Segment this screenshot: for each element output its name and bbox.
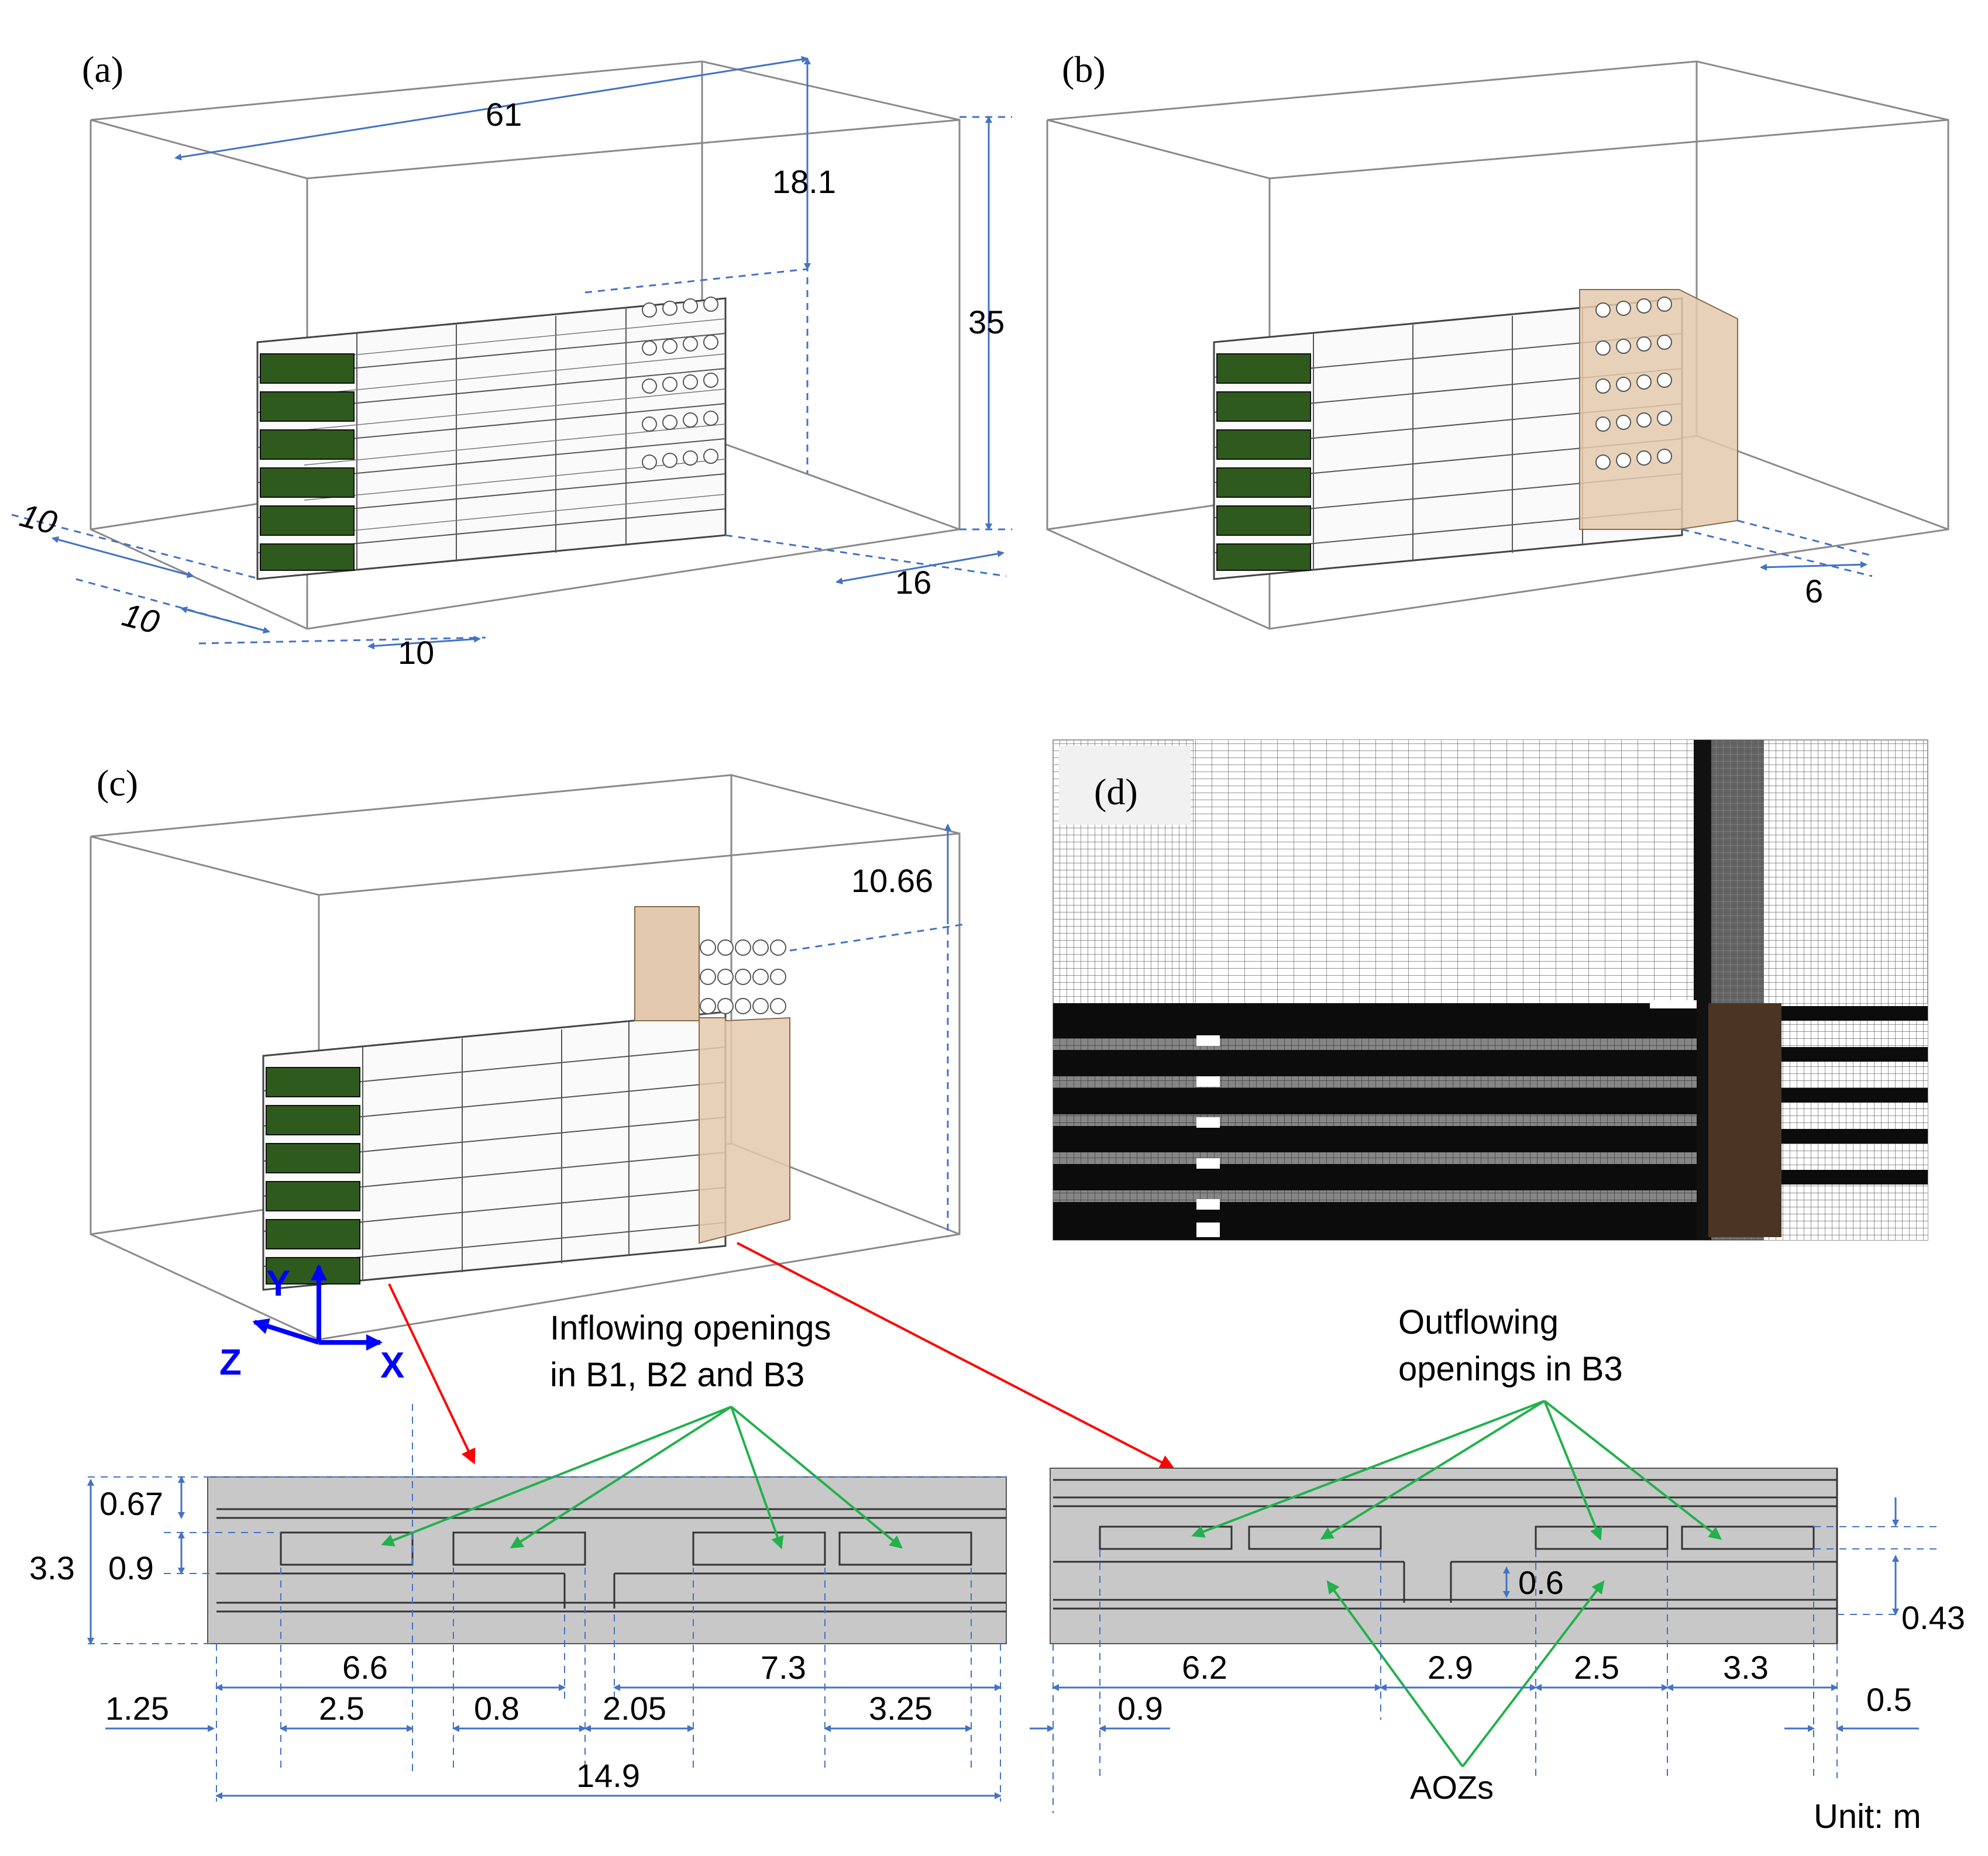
outflow-zone-b [1579,289,1738,530]
building-block [256,297,727,580]
dim-gap-6: 6 [1805,573,1823,610]
dim-06: 0.6 [1518,1564,1564,1601]
dim-149: 14.9 [576,1757,640,1794]
panel-label-b: (b) [1062,49,1106,90]
dim-66: 6.6 [342,1649,388,1686]
detail-right: 0.6 0.43 6.2 2.9 2.5 3.3 0.9 0.5 [1030,1400,1965,1813]
panel-label-a: (a) [82,49,123,90]
detail-left: 0.67 3.3 0.9 6.6 7.3 1.25 2.5 0.8 2.05 3… [29,1404,1007,1802]
panel-label-c: (c) [97,762,138,804]
mesh-outflow-zone [1708,1003,1781,1237]
panel-a: (a) 61 18.1 35 16 10 10 10 [11,49,1012,671]
dim-325: 3.25 [869,1690,933,1727]
dimension-lines-c [789,824,966,1237]
axis-z-label: Z [219,1342,242,1383]
dim-side-b: 10 [119,596,163,641]
dim-25-left: 2.5 [319,1690,364,1727]
dim-right-gap-16: 16 [895,564,931,601]
outflow-label-line2: openings in B3 [1398,1350,1623,1388]
panel-b: (b) 6 [1046,49,1949,630]
outflow-label-line1: Outflowing [1398,1303,1559,1341]
dim-height-35: 35 [968,304,1005,340]
dim-29: 2.9 [1428,1649,1473,1686]
dim-25-right: 2.5 [1574,1649,1619,1686]
outflow-fans-c [700,939,786,1014]
inflow-label-line2: in B1, B2 and B3 [550,1356,804,1394]
panel-d: (d) [1053,739,1928,1241]
louver-panels-b [1216,353,1311,571]
panel-d-label-box [1059,746,1191,825]
dim-08: 0.8 [474,1690,520,1727]
axis-triad [252,1264,383,1351]
panel-label-d: (d) [1094,771,1138,812]
building-block-c [262,906,790,1291]
mesh-right-band [1764,1003,1928,1240]
mesh-right-rows [1764,1006,1928,1184]
dim-side-c: 10 [398,634,434,671]
inflow-label-line1: Inflowing openings [550,1309,831,1347]
mesh-white-gaps [1196,1000,1697,1237]
mesh-upper-wide [1194,740,1697,1003]
aozs-label: AOZs [1410,1769,1494,1806]
dimension-lines-right [1030,1497,1937,1813]
dim-length-61: 61 [486,96,522,133]
dim-09-right: 0.9 [1117,1690,1163,1727]
building-block-b [1213,289,1738,580]
axis-x-label: X [380,1345,404,1386]
dim-067: 0.67 [99,1485,163,1522]
dimension-lines-b [1681,519,1873,577]
unit-label: Unit: m [1814,1798,1921,1836]
dim-73: 7.3 [761,1649,806,1686]
dim-09-left: 0.9 [108,1549,154,1586]
dimension-lines-left [87,1404,1006,1802]
outflow-zone-c-top [634,906,700,1021]
dim-top-gap: 18.1 [772,163,836,200]
dim-62: 6.2 [1182,1649,1227,1686]
connector-arrows [388,1242,1175,1469]
dim-205: 2.05 [603,1690,666,1727]
dim-side-a: 10 [16,497,61,542]
outflow-fans [642,297,718,470]
louver-panels [260,353,355,571]
axis-y-label: Y [266,1263,290,1304]
detail-right-wall [1050,1468,1838,1644]
dim-height-1066: 10.66 [851,862,933,899]
dim-33-right: 3.3 [1723,1649,1769,1686]
dim-043: 0.43 [1901,1599,1965,1636]
panel-c: Y X Z (c) 10.66 [90,762,966,1386]
green-pointers-right [1191,1400,1722,1768]
dim-05: 0.5 [1866,1681,1912,1718]
outflow-fans-b [1595,297,1672,470]
dim-33: 3.3 [29,1549,75,1586]
dimension-lines-a [11,56,1012,650]
dim-125: 1.25 [105,1690,169,1727]
